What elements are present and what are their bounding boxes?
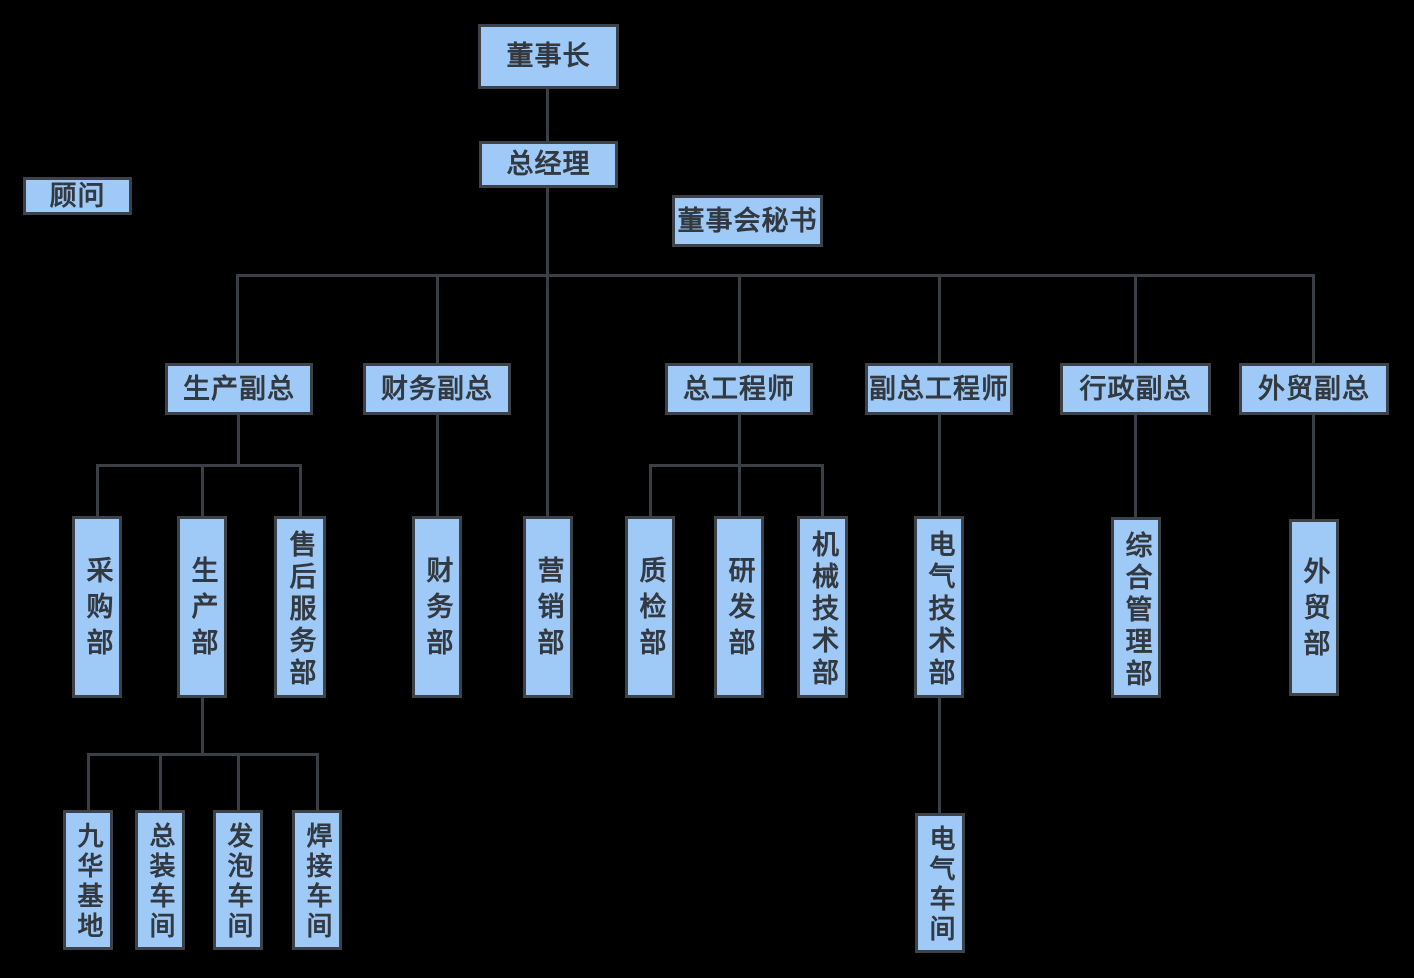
connector-to-purchasing — [96, 464, 99, 516]
connector-foreign-trade-vp-dept — [1312, 415, 1315, 519]
connector-to-welding — [316, 753, 319, 810]
connector-production-vp-stub — [237, 415, 240, 466]
connector-production-dept-stub — [201, 698, 204, 755]
connector-elec-tech-workshop — [938, 698, 941, 813]
connector-trunk-chief-engineer — [738, 274, 741, 363]
node-general-mgmt-dept[interactable]: 综合管理部 — [1111, 517, 1161, 698]
node-rd-dept[interactable]: 研发部 — [714, 516, 764, 698]
node-foreign-trade-dept[interactable]: 外贸部 — [1289, 519, 1339, 696]
connector-trunk — [236, 274, 1315, 277]
node-chief-engineer[interactable]: 总工程师 — [665, 363, 813, 415]
connector-chief-engineer-bar — [649, 464, 824, 467]
node-production-vp[interactable]: 生产副总 — [165, 363, 313, 415]
connector-to-mech-tech — [821, 464, 824, 516]
node-foaming-workshop[interactable]: 发泡车间 — [213, 810, 263, 950]
node-mechanical-tech-dept[interactable]: 机械技术部 — [797, 516, 848, 698]
connector-deputy-chief-elec-tech — [938, 415, 941, 516]
node-chairman[interactable]: 董事长 — [478, 24, 619, 89]
node-general-manager[interactable]: 总经理 — [479, 141, 618, 188]
node-finance-vp[interactable]: 财务副总 — [363, 363, 511, 415]
connector-to-qc — [649, 464, 652, 516]
node-deputy-chief-engineer[interactable]: 副总工程师 — [865, 363, 1013, 415]
connector-trunk-deputy-chief — [938, 274, 941, 363]
connector-production-dept-bar — [87, 753, 318, 756]
connector-to-production-dept — [201, 464, 204, 516]
node-foreign-trade-vp[interactable]: 外贸副总 — [1239, 363, 1389, 415]
connector-to-foaming — [237, 753, 240, 810]
node-after-sales-dept[interactable]: 售后服务部 — [274, 516, 326, 698]
connector-to-jiuhua — [87, 753, 90, 810]
node-advisor[interactable]: 顾问 — [23, 177, 132, 215]
node-admin-vp[interactable]: 行政副总 — [1060, 363, 1211, 415]
node-electrical-workshop[interactable]: 电气车间 — [915, 813, 965, 953]
connector-to-rd — [738, 464, 741, 516]
connector-finance-vp-finance-dept — [436, 415, 439, 516]
node-electrical-tech-dept[interactable]: 电气技术部 — [914, 516, 964, 698]
connector-trunk-finance-vp — [436, 274, 439, 363]
node-qc-dept[interactable]: 质检部 — [625, 516, 675, 698]
node-assembly-workshop[interactable]: 总装车间 — [135, 810, 185, 950]
node-marketing-dept[interactable]: 营销部 — [523, 516, 573, 698]
node-production-dept[interactable]: 生产部 — [177, 516, 227, 698]
connector-to-assembly — [159, 753, 162, 810]
connector-gm-trunk-marketing — [546, 188, 549, 516]
connector-chief-engineer-stub — [738, 415, 741, 466]
node-board-secretary[interactable]: 董事会秘书 — [672, 195, 823, 247]
node-jiuhua-base[interactable]: 九华基地 — [63, 810, 113, 950]
node-finance-dept[interactable]: 财务部 — [412, 516, 462, 698]
connector-trunk-foreign-trade-vp — [1312, 274, 1315, 363]
connector-to-after-sales — [299, 464, 302, 516]
connector-trunk-admin-vp — [1134, 274, 1137, 363]
connector-admin-vp-general-mgmt — [1134, 415, 1137, 517]
connector-chairman-gm — [546, 89, 549, 141]
node-welding-workshop[interactable]: 焊接车间 — [292, 810, 342, 950]
node-purchasing-dept[interactable]: 采购部 — [72, 516, 122, 698]
connector-trunk-production-vp — [236, 274, 239, 363]
connector-production-vp-bar — [96, 464, 302, 467]
